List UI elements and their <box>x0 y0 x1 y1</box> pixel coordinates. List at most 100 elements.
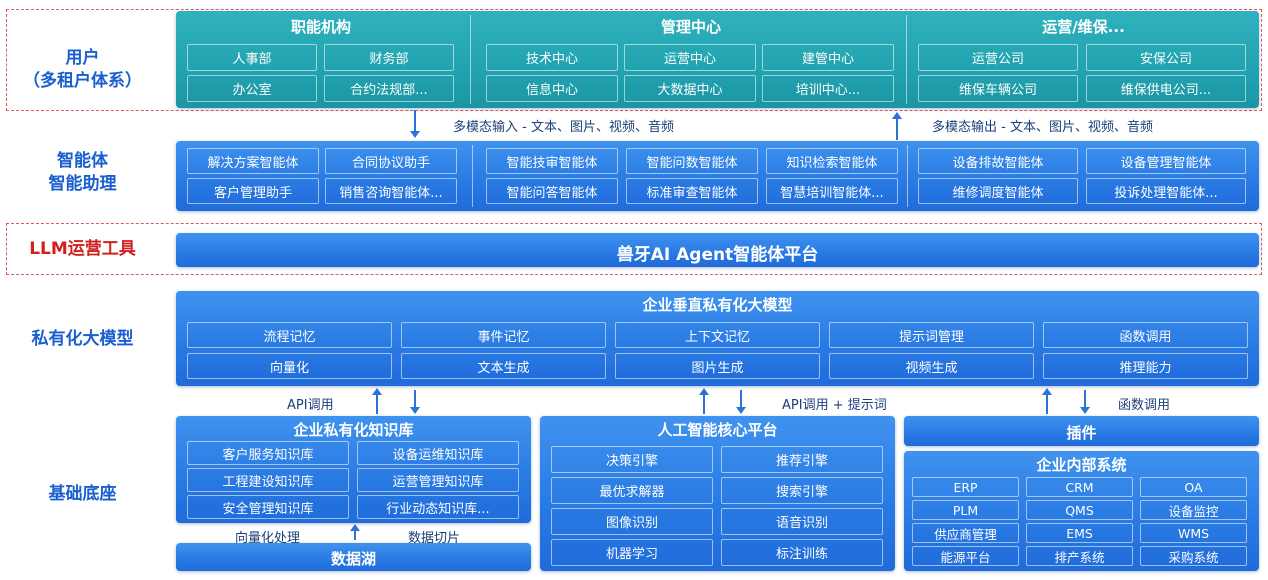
ai-core-item[interactable]: 最优求解器 <box>551 477 713 504</box>
api-call-note: API调用 <box>287 398 334 413</box>
ai-core-title: 人工智能核心平台 <box>657 421 778 439</box>
model-capability[interactable]: 流程记忆 <box>187 322 392 348</box>
ai-up-arrow <box>699 388 709 414</box>
model-capability[interactable]: 提示词管理 <box>829 322 1034 348</box>
plugin-up-arrow <box>1042 388 1052 414</box>
plugins-title: 插件 <box>1066 424 1097 442</box>
model-capability[interactable]: 推理能力 <box>1043 353 1248 379</box>
ai-core-item[interactable]: 机器学习 <box>551 539 713 566</box>
user-unit[interactable]: 财务部 <box>324 44 454 71</box>
internal-system-item[interactable]: ERP <box>912 477 1019 497</box>
ai-core-item[interactable]: 决策引擎 <box>551 446 713 473</box>
ai-core-panel: 人工智能核心平台 决策引擎 推荐引擎 最优求解器 搜索引擎 图像识别 语音识别 … <box>540 416 895 571</box>
user-unit[interactable]: 维保供电公司... <box>1086 75 1246 102</box>
model-capability[interactable]: 图片生成 <box>615 353 820 379</box>
internal-system-item[interactable]: 设备监控 <box>1140 500 1247 520</box>
knowledge-base-item[interactable]: 安全管理知识库 <box>187 495 349 519</box>
data-lake-title: 数据湖 <box>330 550 376 568</box>
private-model-panel: 企业垂直私有化大模型 流程记忆 事件记忆 上下文记忆 提示词管理 函数调用 向量… <box>176 291 1259 386</box>
user-unit[interactable]: 运营中心 <box>624 44 756 71</box>
internal-system-item[interactable]: 采购系统 <box>1140 546 1247 566</box>
agents-divider-2 <box>907 145 908 207</box>
internal-systems-panel: 企业内部系统 ERP CRM OA PLM QMS 设备监控 供应商管理 EMS… <box>904 451 1259 571</box>
ai-down-arrow <box>736 390 746 414</box>
agent-item[interactable]: 设备排故智能体 <box>918 148 1078 174</box>
api-prompt-note: API调用 + 提示词 <box>782 398 887 413</box>
agent-item[interactable]: 智能问答智能体 <box>486 178 618 204</box>
kb-down-arrow <box>410 390 420 414</box>
agent-platform-title: 兽牙AI Agent智能体平台 <box>616 245 819 265</box>
model-capability[interactable]: 文本生成 <box>401 353 606 379</box>
knowledge-base-panel: 企业私有化知识库 客户服务知识库 设备运维知识库 工程建设知识库 运营管理知识库… <box>176 416 531 523</box>
model-capability[interactable]: 事件记忆 <box>401 322 606 348</box>
knowledge-base-item[interactable]: 工程建设知识库 <box>187 468 349 492</box>
label-private-model: 私有化大模型 <box>31 329 134 349</box>
agent-item[interactable]: 客户管理助手 <box>187 178 319 204</box>
llm-dashed-frame <box>6 223 1262 275</box>
agent-item[interactable]: 投诉处理智能体... <box>1086 178 1246 204</box>
label-user-sub: （多租户体系） <box>23 71 142 91</box>
model-capability[interactable]: 视频生成 <box>829 353 1034 379</box>
ai-core-item[interactable]: 推荐引擎 <box>721 446 883 473</box>
user-unit[interactable]: 运营公司 <box>918 44 1078 71</box>
private-model-title: 企业垂直私有化大模型 <box>642 296 793 314</box>
internal-systems-title: 企业内部系统 <box>1036 456 1127 474</box>
users-panel: 职能机构 管理中心 运营/维保... 人事部 财务部 办公室 合约法规部... … <box>176 11 1259 108</box>
agents-divider-1 <box>472 145 473 207</box>
user-unit[interactable]: 办公室 <box>187 75 317 102</box>
agent-item[interactable]: 知识检索智能体 <box>766 148 898 174</box>
agent-item[interactable]: 销售咨询智能体... <box>325 178 457 204</box>
ai-core-item[interactable]: 标注训练 <box>721 539 883 566</box>
label-agent: 智能体 <box>57 151 108 171</box>
plugin-down-arrow <box>1080 390 1090 414</box>
users-group3-title: 运营/维保... <box>1042 18 1125 36</box>
internal-system-item[interactable]: 能源平台 <box>912 546 1019 566</box>
ai-core-item[interactable]: 图像识别 <box>551 508 713 535</box>
internal-system-item[interactable]: QMS <box>1026 500 1133 520</box>
knowledge-base-item[interactable]: 行业动态知识库... <box>357 495 519 519</box>
user-unit[interactable]: 人事部 <box>187 44 317 71</box>
ai-core-item[interactable]: 语音识别 <box>721 508 883 535</box>
agent-item[interactable]: 合同协议助手 <box>325 148 457 174</box>
model-capability[interactable]: 向量化 <box>187 353 392 379</box>
user-unit[interactable]: 技术中心 <box>486 44 618 71</box>
user-unit[interactable]: 建管中心 <box>762 44 894 71</box>
user-unit[interactable]: 合约法规部... <box>324 75 454 102</box>
multimodal-input-note: 多模态输入 - 文本、图片、视频、音频 <box>453 120 674 135</box>
internal-system-item[interactable]: PLM <box>912 500 1019 520</box>
user-unit[interactable]: 安保公司 <box>1086 44 1246 71</box>
users-divider-1 <box>470 15 471 104</box>
multimodal-output-note: 多模态输出 - 文本、图片、视频、音频 <box>932 120 1153 135</box>
kb-up-arrow <box>372 388 382 414</box>
user-unit[interactable]: 信息中心 <box>486 75 618 102</box>
knowledge-base-item[interactable]: 设备运维知识库 <box>357 441 519 465</box>
internal-system-item[interactable]: EMS <box>1026 523 1133 543</box>
knowledge-base-item[interactable]: 运营管理知识库 <box>357 468 519 492</box>
user-unit[interactable]: 大数据中心 <box>624 75 756 102</box>
ai-core-item[interactable]: 搜索引擎 <box>721 477 883 504</box>
internal-system-item[interactable]: CRM <box>1026 477 1133 497</box>
agent-item[interactable]: 解决方案智能体 <box>187 148 319 174</box>
data-lake-bar[interactable]: 数据湖 <box>176 543 531 571</box>
agents-panel: 解决方案智能体 合同协议助手 客户管理助手 销售咨询智能体... 智能技审智能体… <box>176 141 1259 211</box>
model-capability[interactable]: 函数调用 <box>1043 322 1248 348</box>
internal-system-item[interactable]: OA <box>1140 477 1247 497</box>
internal-system-item[interactable]: WMS <box>1140 523 1247 543</box>
label-assistant: 智能助理 <box>48 174 117 194</box>
internal-system-item[interactable]: 排产系统 <box>1026 546 1133 566</box>
internal-system-item[interactable]: 供应商管理 <box>912 523 1019 543</box>
agent-item[interactable]: 智能问数智能体 <box>626 148 758 174</box>
agent-item[interactable]: 智慧培训智能体... <box>766 178 898 204</box>
plugins-bar[interactable]: 插件 <box>904 416 1259 446</box>
user-unit[interactable]: 培训中心... <box>762 75 894 102</box>
agent-item[interactable]: 智能技审智能体 <box>486 148 618 174</box>
users-group1-title: 职能机构 <box>290 18 351 36</box>
knowledge-base-title: 企业私有化知识库 <box>293 421 414 439</box>
knowledge-base-item[interactable]: 客户服务知识库 <box>187 441 349 465</box>
agent-item[interactable]: 标准审查智能体 <box>626 178 758 204</box>
agent-item[interactable]: 设备管理智能体 <box>1086 148 1246 174</box>
user-unit[interactable]: 维保车辆公司 <box>918 75 1078 102</box>
agent-platform-bar[interactable]: 兽牙AI Agent智能体平台 <box>176 233 1259 267</box>
model-capability[interactable]: 上下文记忆 <box>615 322 820 348</box>
agent-item[interactable]: 维修调度智能体 <box>918 178 1078 204</box>
